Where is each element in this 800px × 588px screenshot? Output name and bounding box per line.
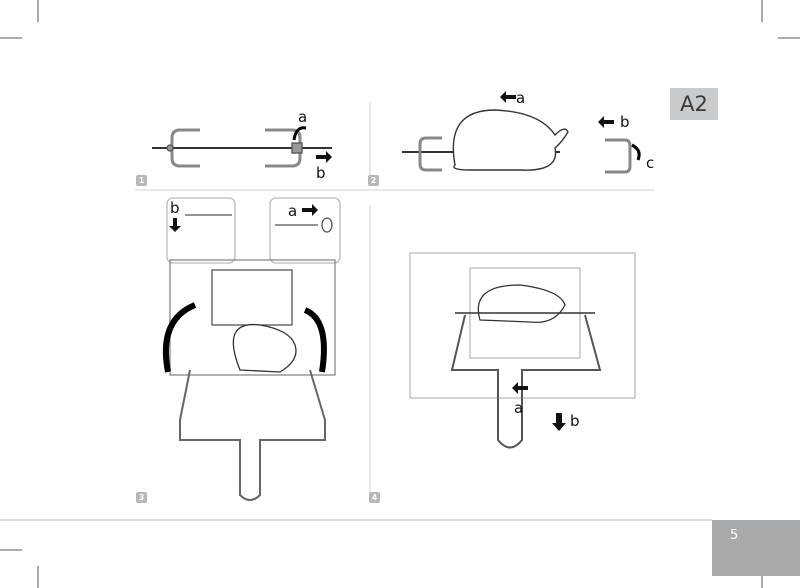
step-badge-1: 1 [136,175,147,186]
step1-label-a: a [298,108,307,126]
arrow-down-icon [552,413,566,431]
arrow-right-icon [316,151,332,163]
rotate-arrow-icon [292,126,307,141]
curved-arrow-icon [303,307,327,373]
step2-label-c: c [646,154,654,172]
page-number-box: 5 [712,520,800,576]
page-number: 5 [730,528,739,543]
step3-label-a: a [288,202,297,220]
arrow-right-icon [302,204,318,216]
step-badge-2: 2 [368,175,379,186]
step-badge-4: 4 [369,492,380,503]
arrow-down-icon [169,218,181,232]
step4-remove-illustration [409,252,636,449]
step1-spit-illustration [152,128,332,168]
step4-label-b: b [570,412,580,430]
step1-label-b: b [316,164,326,182]
arrow-left-icon [598,116,614,128]
curved-arrow-icon [162,302,197,373]
arrow-left-icon [500,91,516,103]
step4-label-a: a [514,399,523,417]
step2-chicken-illustration [402,109,632,174]
step2-label-b: b [620,113,630,131]
step3-label-b: b [170,199,180,217]
step3-insert-illustration [166,197,341,501]
rotate-arrow-icon [631,143,641,161]
section-tab: A2 [670,88,718,120]
step-badge-3: 3 [136,492,147,503]
arrow-left-icon [512,382,528,394]
step2-label-a: a [516,89,525,107]
